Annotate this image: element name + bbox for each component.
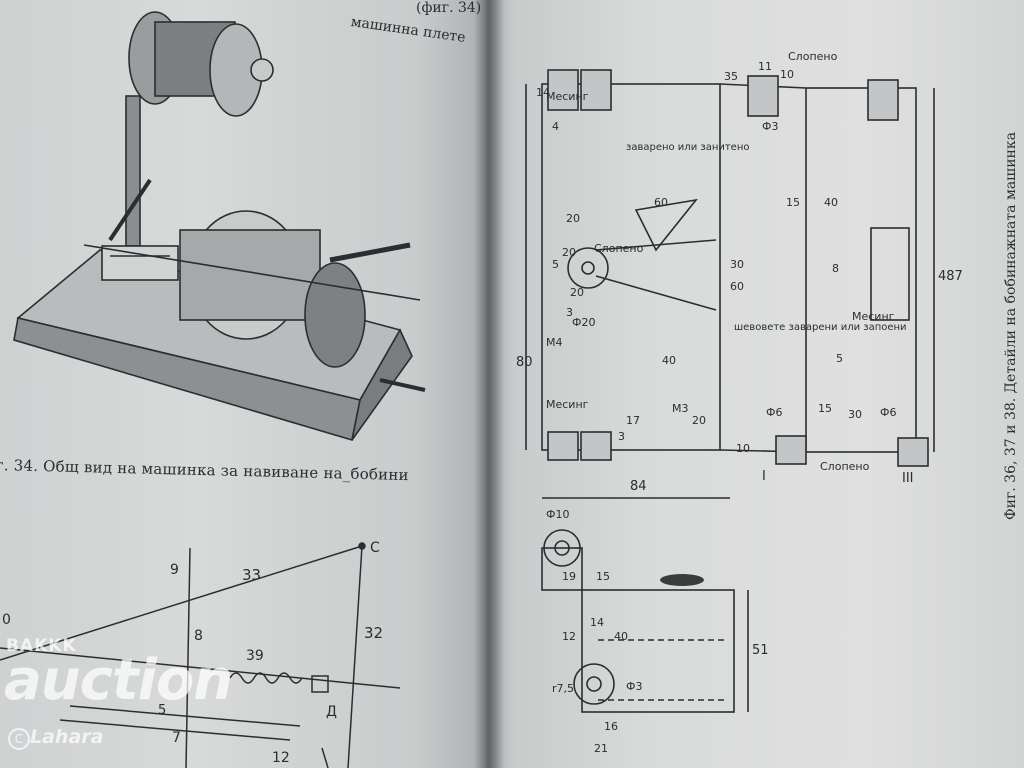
note-sloveno-mid: Слопено xyxy=(594,242,644,255)
label-12: 12 xyxy=(272,750,290,766)
dim-15: 15 xyxy=(596,570,610,583)
dim-10b: 10 xyxy=(736,442,750,455)
dim-phi3: Ф3 xyxy=(762,120,778,133)
dim-17: 17 xyxy=(626,414,640,427)
dim-m4: М4 xyxy=(546,336,563,349)
dim-phi20: Ф20 xyxy=(572,316,595,329)
dim-21: 21 xyxy=(594,742,608,755)
dim-5: 5 xyxy=(552,258,559,271)
frame-technical-drawing: 14 4 20 60 20 20 5 Ф20 М4 3 80 40 17 20 … xyxy=(516,50,963,755)
winding-machine-illustration xyxy=(13,11,426,442)
note-sloveno-bottom: Слопено xyxy=(820,460,870,473)
top-text-fragment: (фиг. 34) xyxy=(416,0,482,16)
dim-phi10: Ф10 xyxy=(546,508,569,521)
dim-phi3b: Ф3 xyxy=(626,680,642,693)
dim-60: 60 xyxy=(654,196,668,209)
dim-m3: М3 xyxy=(672,402,689,415)
label-39: 39 xyxy=(246,648,264,664)
label-9: 9 xyxy=(170,562,179,578)
note-mesing-top: Месинг xyxy=(546,90,589,103)
label-7: 7 xyxy=(172,730,181,746)
dim-20d: 20 xyxy=(692,414,706,427)
watermark-top-word: BAKKK xyxy=(6,636,77,656)
dim-30b: 30 xyxy=(848,408,862,421)
dim-5b: 5 xyxy=(836,352,843,365)
dim-80: 80 xyxy=(516,355,533,370)
note-shevove: шевовете заварени или запоени xyxy=(734,322,907,333)
dim-20a: 20 xyxy=(566,212,580,225)
label-8: 8 xyxy=(194,628,203,644)
kinematic-diagram: 9 33 C 8 32 39 Д 7 12 0 5 xyxy=(0,540,401,768)
dim-60b: 60 xyxy=(730,280,744,293)
label-d: Д xyxy=(326,704,337,720)
dim-20b: 20 xyxy=(562,246,576,259)
dim-4: 4 xyxy=(552,120,559,133)
dim-16: 16 xyxy=(604,720,618,733)
dim-3a: 3 xyxy=(566,306,573,319)
dim-20c: 20 xyxy=(570,286,584,299)
dim-15a: 15 xyxy=(786,196,800,209)
ink-smudge xyxy=(660,574,704,586)
watermark-auction-logo: auction xyxy=(4,648,233,713)
dim-40a: 40 xyxy=(662,354,676,367)
figure-36-38-caption: Фиг. 36, 37 и 38. Детайли на бобинажната… xyxy=(1003,132,1019,520)
label-33: 33 xyxy=(242,566,261,584)
dim-roman-1: I xyxy=(762,469,766,484)
dim-35: 35 xyxy=(724,70,738,83)
note-sloveno-top: Слопено xyxy=(788,50,838,63)
note-zavareno: заварено или занитено xyxy=(626,142,750,153)
dim-14b: 14 xyxy=(590,616,604,629)
dim-15b: 15 xyxy=(818,402,832,415)
dim-r75: r7,5 xyxy=(552,682,574,695)
dim-51: 51 xyxy=(752,643,769,658)
label-c: C xyxy=(370,540,380,556)
label-5: 5 xyxy=(158,703,166,718)
dim-phi6b: Ф6 xyxy=(880,406,896,419)
note-mesing-right: Месинг xyxy=(852,310,895,323)
watermark-username: Lahara xyxy=(30,726,104,748)
copyright-icon: C xyxy=(8,728,30,750)
note-mesing-bottom: Месинг xyxy=(546,398,589,411)
dim-30a: 30 xyxy=(730,258,744,271)
dim-8: 8 xyxy=(832,262,839,275)
dim-phi6a: Ф6 xyxy=(766,406,782,419)
book-gutter xyxy=(474,0,504,768)
dim-14: 14 xyxy=(536,86,550,99)
dim-19: 19 xyxy=(562,570,576,583)
dim-40b: 40 xyxy=(824,196,838,209)
dim-40c: 40 xyxy=(614,630,628,643)
dim-84: 84 xyxy=(630,479,647,494)
label-32: 32 xyxy=(364,624,383,642)
dim-11: 11 xyxy=(758,60,772,73)
dim-3b: 3 xyxy=(618,430,625,443)
dim-10a: 10 xyxy=(780,68,794,81)
dim-roman-3: III xyxy=(902,471,914,486)
dim-12: 12 xyxy=(562,630,576,643)
dim-487: 487 xyxy=(938,269,963,284)
left-book-page: 9 33 C 8 32 39 Д 7 12 0 5 (фиг. 34) маши… xyxy=(0,0,492,768)
label-0: 0 xyxy=(2,612,11,628)
right-book-page: 14 4 20 60 20 20 5 Ф20 М4 3 80 40 17 20 … xyxy=(486,0,1024,768)
